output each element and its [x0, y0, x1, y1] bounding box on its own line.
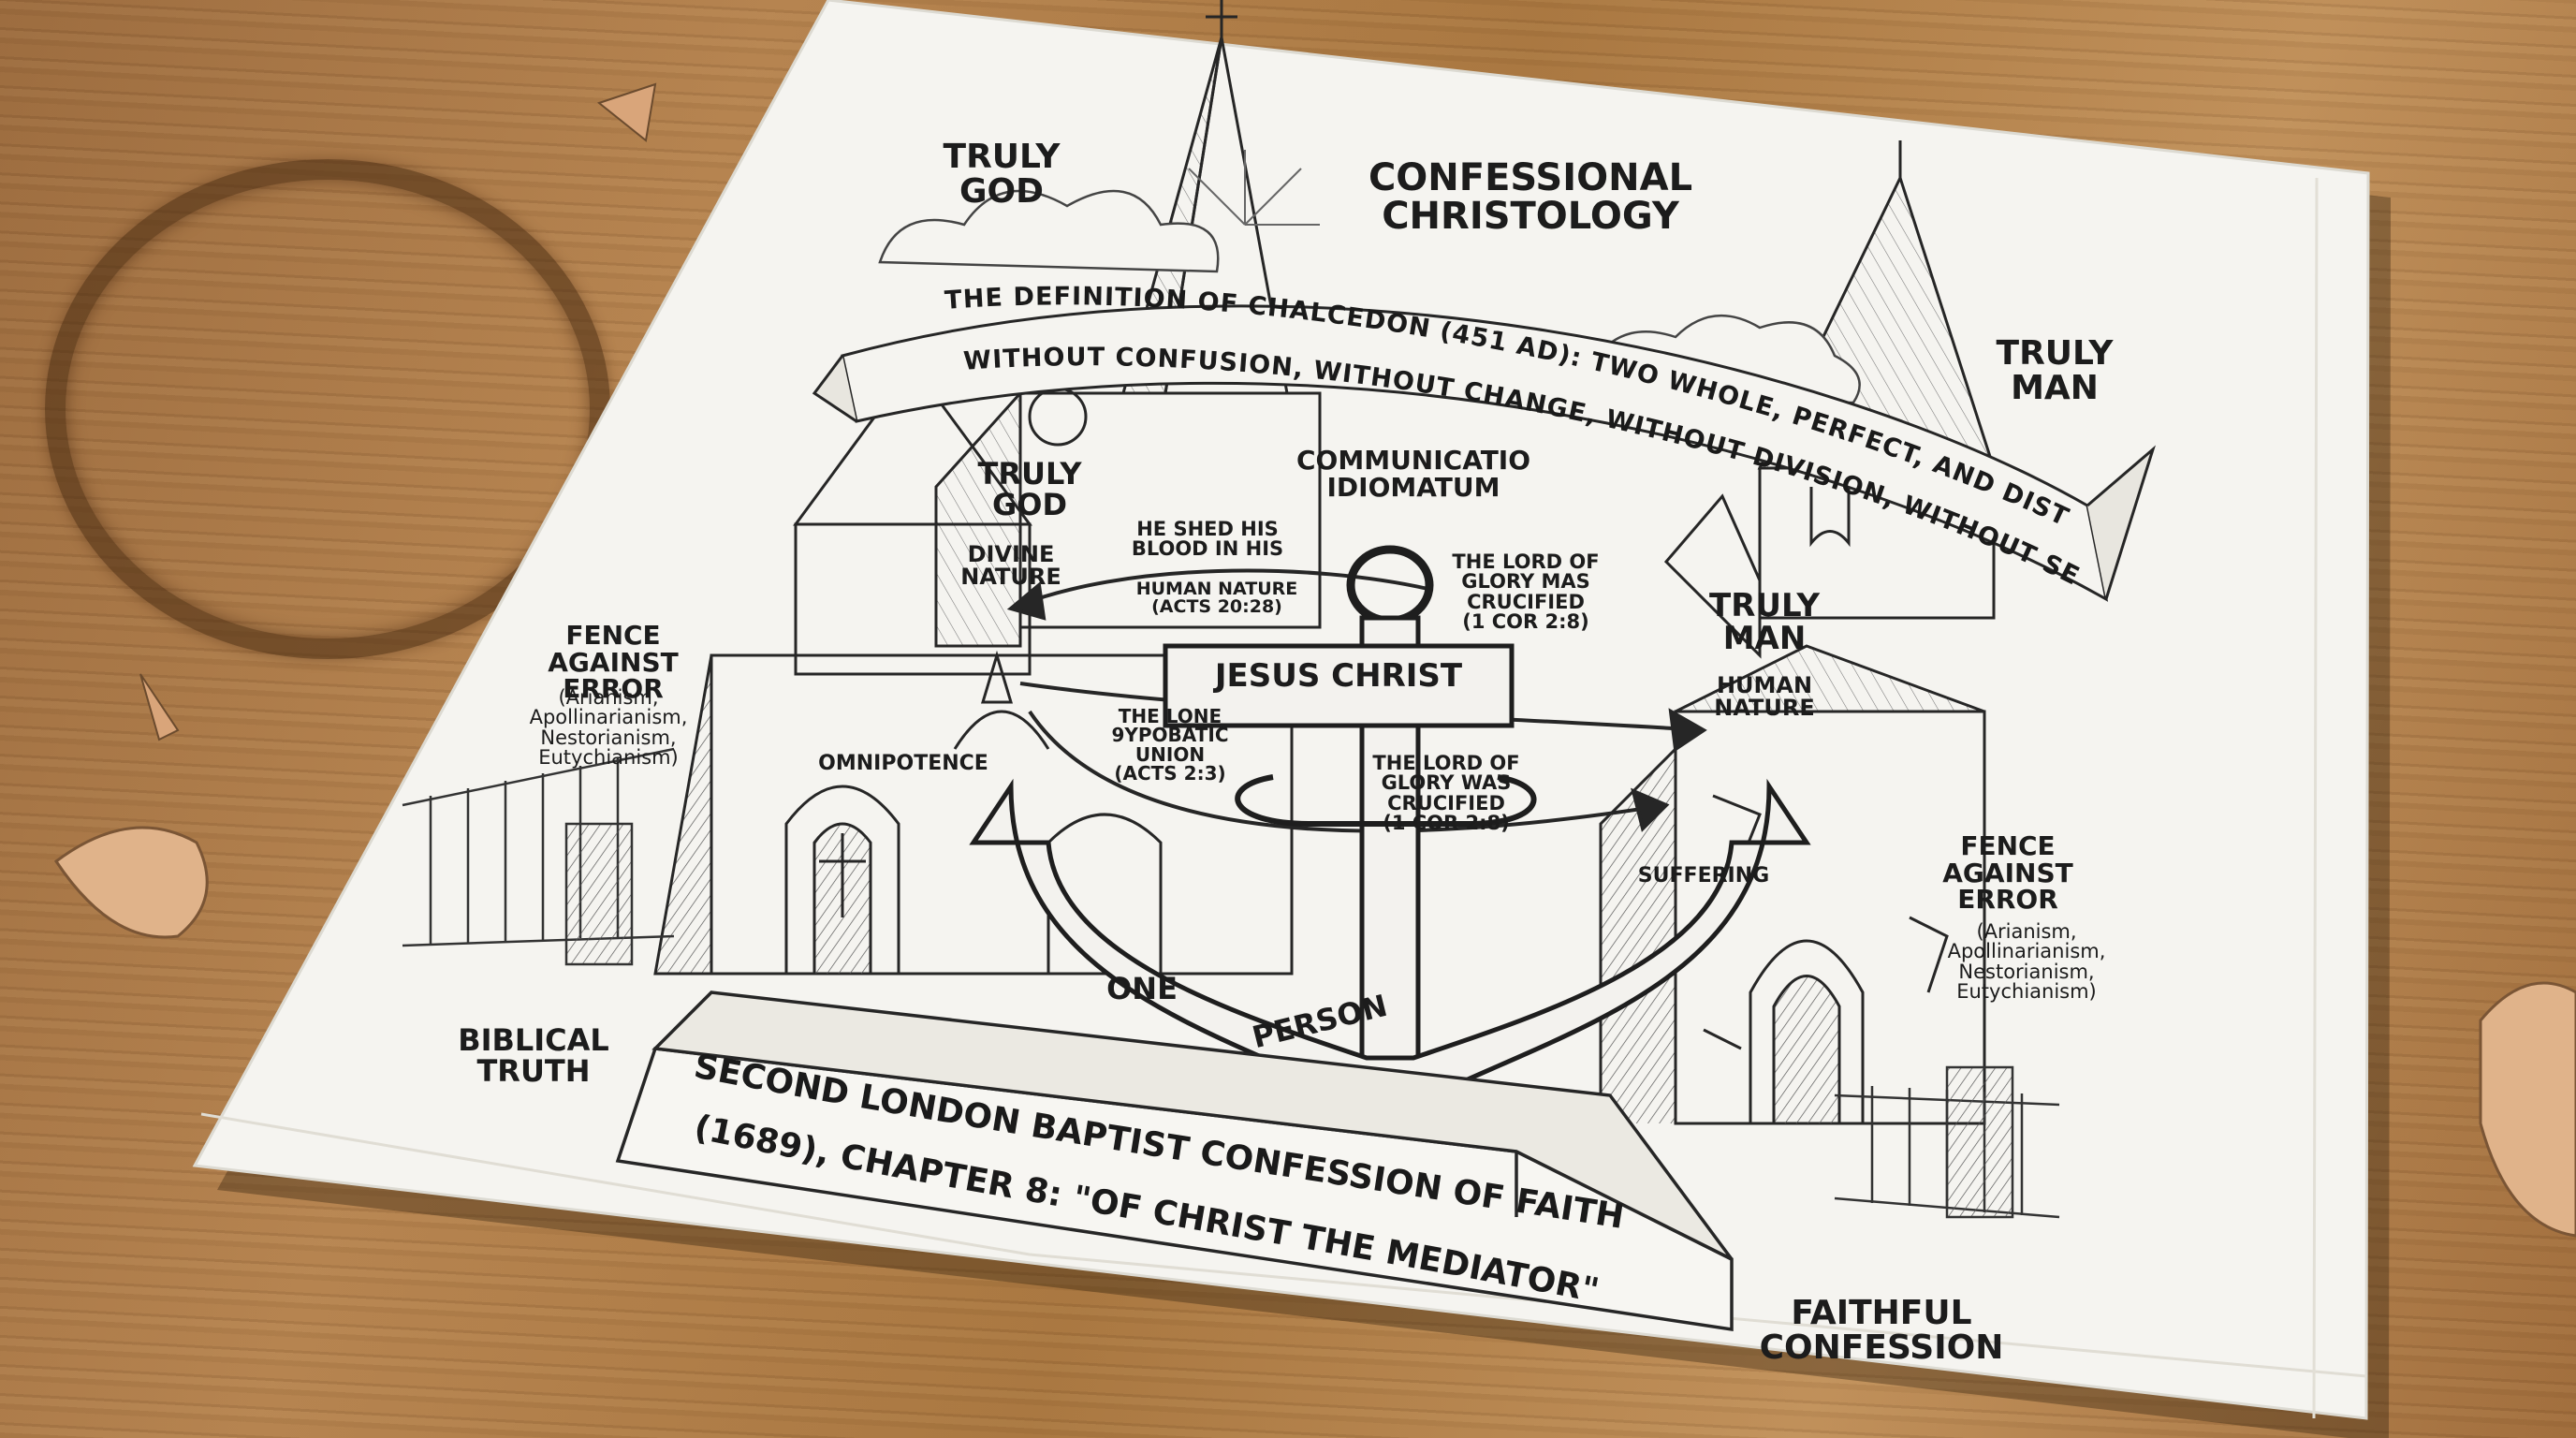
label-lord-of-glory-2: THE LORD OF GLORY WAS CRUCIFIED (1 Cor 2…: [1372, 752, 1520, 835]
page-title: CONFESSIONAL CHRISTOLOGY: [1368, 156, 1693, 238]
label-truly-god-mid: TRULY GOD: [977, 456, 1082, 522]
label-divine-nature: DIVINE NATURE: [960, 541, 1061, 591]
label-communicatio-idiomatum: COMMUNICATIO IDIOMATUM: [1295, 445, 1531, 503]
label-fence-right: FENCE AGAINST ERROR: [1942, 830, 2073, 916]
chalcedon-banner: [812, 304, 2156, 602]
napkin-fold-right: [2312, 177, 2319, 1419]
label-human-nature: HUMAN NATURE: [1714, 672, 1815, 722]
label-lone-union: THE LONE 9YPOBATIC UNION (Acts 2:3): [1111, 705, 1229, 785]
right-fence: [1834, 1065, 2060, 1219]
label-biblical-truth: BIBLICAL TRUTH: [458, 1022, 609, 1089]
napkin-fold-bottom: [200, 1112, 2367, 1378]
label-suffering: SUFFERING: [1637, 864, 1770, 888]
label-fence-left: FENCE AGAINST ERROR: [548, 620, 679, 705]
left-cathedral: [653, 0, 1322, 976]
anchor-label-one: ONE: [1106, 971, 1178, 1006]
label-human-nature-ref: HUMAN NATURE (Acts 20:28): [1135, 579, 1298, 618]
label-truly-man-top: TRULY MAN: [1996, 334, 2114, 407]
sun-rays: [1188, 150, 1320, 226]
label-fence-left-list: (Arianism, Apollinarianism, Nestorianism…: [529, 686, 688, 770]
label-faithful-confession: FAITHFUL CONFESSION: [1759, 1294, 2004, 1367]
label-truly-man-mid: TRULY MAN: [1709, 587, 1820, 657]
label-truly-god-top: TRULY GOD: [943, 138, 1061, 211]
label-omnipotence: OMNIPOTENCE: [818, 752, 988, 775]
left-fence: [402, 747, 675, 966]
confession-plinth: [615, 990, 1734, 1332]
anchor-label-jesus-christ: JESUS CHRIST: [1214, 657, 1463, 695]
label-lord-of-glory-1: THE LORD OF GLORY MAS CRUCIFIED (1 Cor 2…: [1452, 550, 1600, 634]
label-blood: HE SHED HIS BLOOD IN HIS: [1131, 518, 1284, 561]
label-fence-right-list: (Arianism, Apollinarianism, Nestorianism…: [1947, 920, 2106, 1004]
